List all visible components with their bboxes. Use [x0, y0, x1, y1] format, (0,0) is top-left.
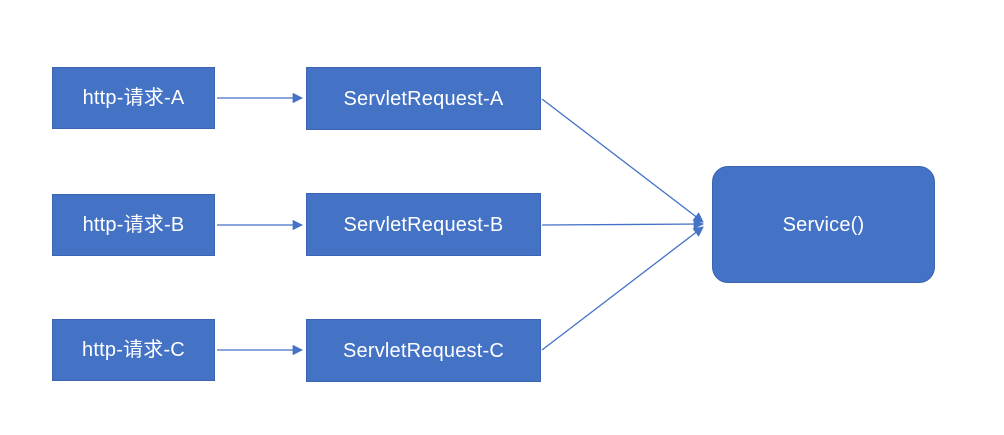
node-service: Service() [712, 166, 935, 283]
node-servlet-request-c-label: ServletRequest-C [342, 339, 505, 362]
node-servlet-request-a: ServletRequest-A [306, 67, 541, 130]
arrow-servlet-b-to-service [541, 218, 705, 230]
node-http-request-a: http-请求-A [52, 67, 215, 129]
node-service-label: Service() [782, 213, 865, 236]
node-http-request-a-label: http-请求-A [82, 87, 185, 109]
node-http-request-c: http-请求-C [52, 319, 215, 381]
node-servlet-request-b: ServletRequest-B [306, 193, 541, 256]
node-servlet-request-b-label: ServletRequest-B [343, 213, 504, 236]
node-servlet-request-a-label: ServletRequest-A [343, 87, 504, 110]
node-http-request-c-label: http-请求-C [82, 339, 185, 361]
arrow-servlet-a-to-service [541, 98, 704, 223]
node-http-request-b-label: http-请求-B [82, 214, 185, 236]
node-http-request-b: http-请求-B [52, 194, 215, 256]
arrow-servlet-c-to-service [541, 226, 704, 351]
node-servlet-request-c: ServletRequest-C [306, 319, 541, 382]
